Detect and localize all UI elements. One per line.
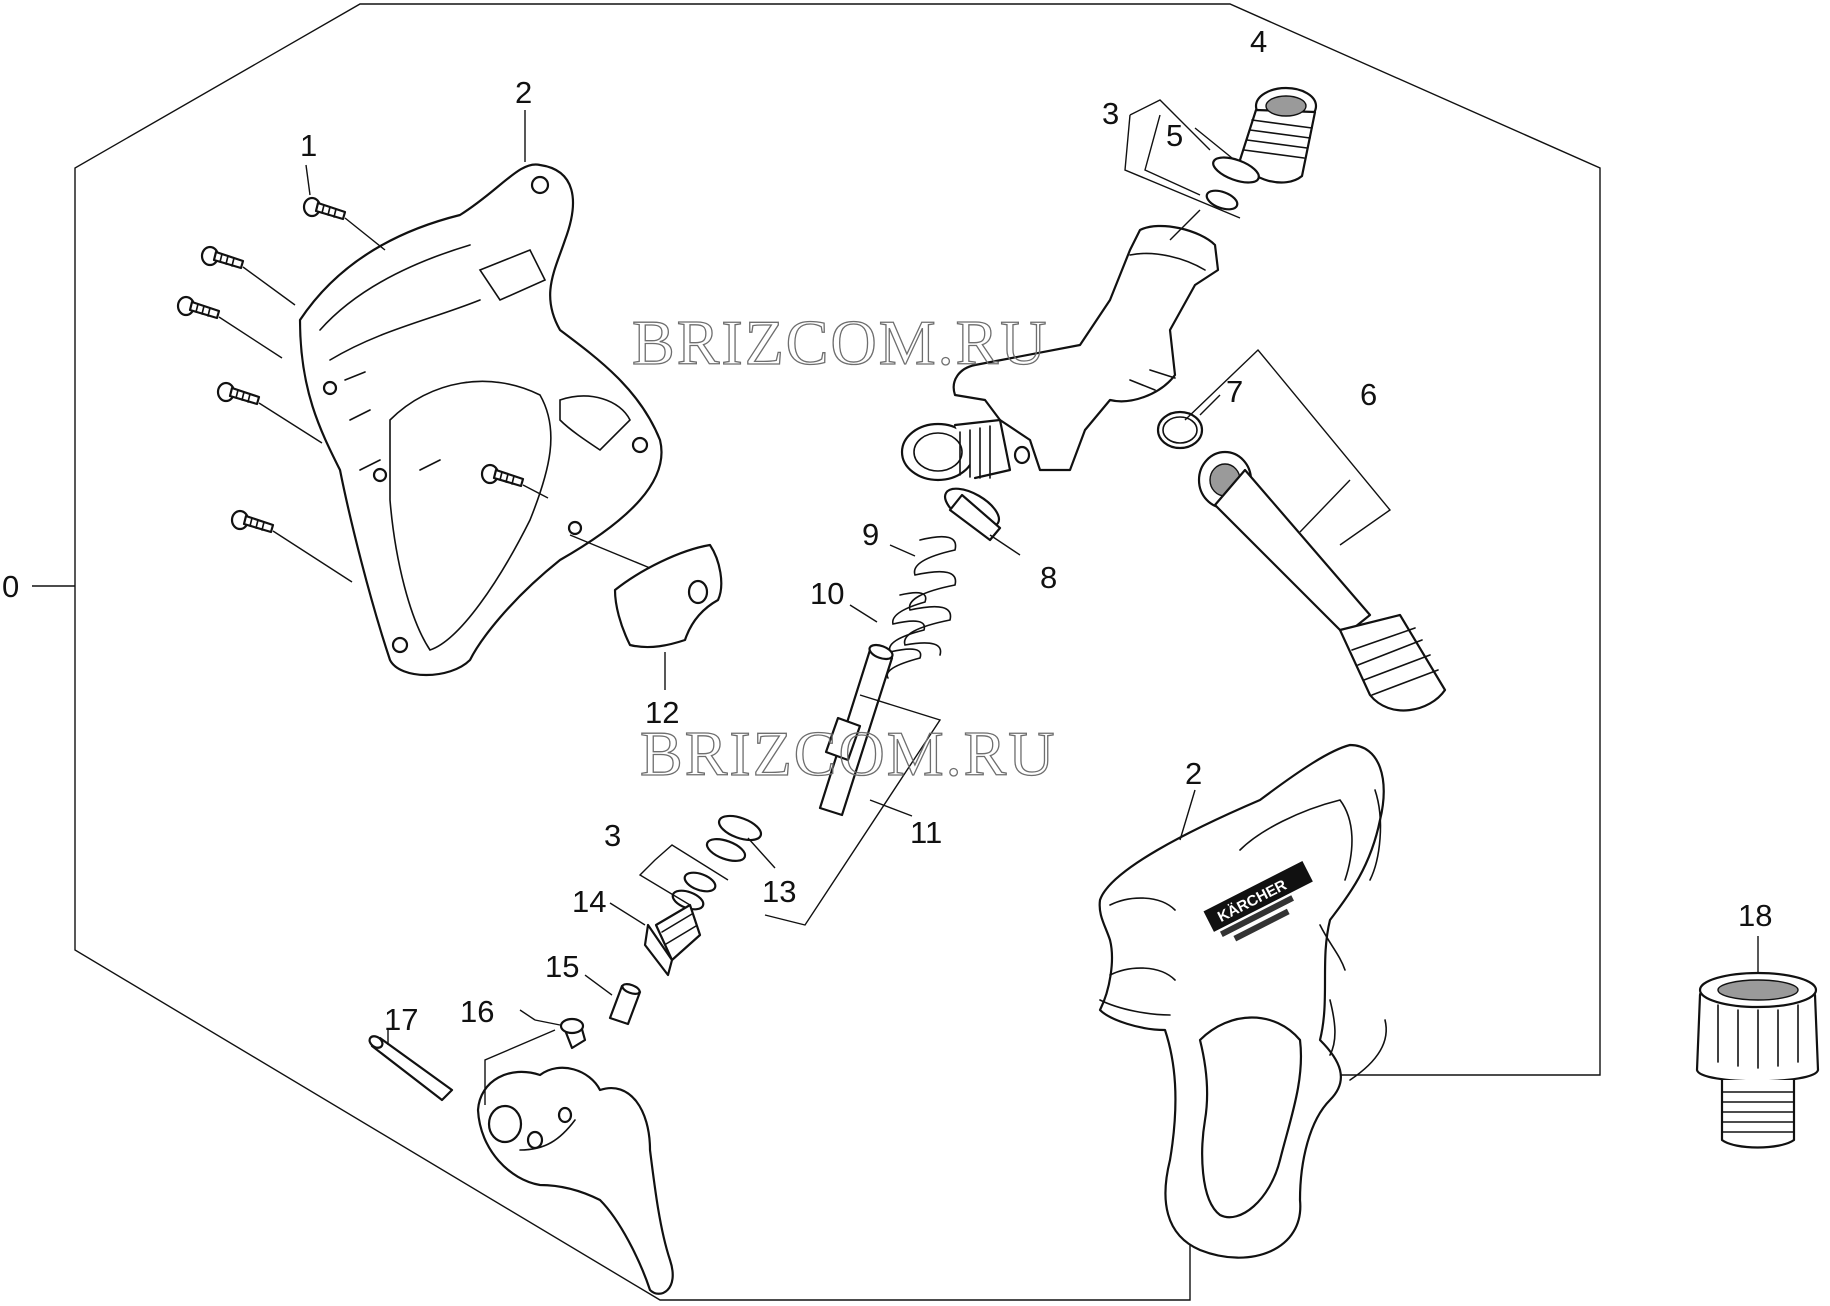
screw-3 bbox=[176, 295, 221, 320]
cap-8 bbox=[943, 487, 1021, 556]
callout-2-left: 2 bbox=[515, 75, 532, 110]
callout-3-top: 3 bbox=[1102, 96, 1119, 131]
o-rings-3-lower bbox=[671, 871, 717, 911]
leader-2-right bbox=[1179, 789, 1196, 841]
fitting-18 bbox=[1695, 936, 1820, 1149]
callout-leaders bbox=[305, 110, 1233, 196]
tube-6 bbox=[1197, 450, 1447, 712]
seals-13 bbox=[705, 814, 776, 869]
spring-10 bbox=[849, 591, 927, 679]
right-housing-half: KÄRCHER bbox=[1098, 743, 1387, 1259]
valve-body bbox=[900, 224, 1220, 482]
bracket-3-top-lines bbox=[1124, 99, 1241, 219]
o-ring-7 bbox=[1156, 394, 1221, 450]
callout-2-right: 2 bbox=[1185, 756, 1202, 791]
piston-11 bbox=[818, 643, 894, 817]
bracket-3-top bbox=[1144, 114, 1201, 196]
callout-16: 16 bbox=[460, 994, 494, 1029]
pin-15 bbox=[584, 974, 642, 1026]
callout-4: 4 bbox=[1250, 24, 1267, 59]
bracket-6 bbox=[1184, 348, 1392, 546]
callout-12: 12 bbox=[645, 695, 679, 730]
callout-8: 8 bbox=[1040, 560, 1057, 595]
left-housing-half bbox=[298, 163, 663, 676]
callout-11: 11 bbox=[910, 815, 942, 850]
callout-13: 13 bbox=[762, 874, 796, 909]
bracket-16-top bbox=[519, 1009, 561, 1026]
screw-1 bbox=[302, 196, 347, 221]
pin-17 bbox=[368, 1035, 454, 1102]
callout-10: 10 bbox=[810, 576, 844, 611]
callout-15: 15 bbox=[545, 949, 579, 984]
callout-1: 1 bbox=[300, 128, 317, 163]
callout-3-lower: 3 bbox=[604, 818, 621, 853]
callout-0: 0 bbox=[2, 569, 19, 604]
screw-6 bbox=[230, 509, 275, 534]
bracket-16 bbox=[484, 1029, 556, 1105]
trigger-16 bbox=[476, 1017, 674, 1295]
watermark-middle: BRIZCOM.RU bbox=[640, 718, 1057, 789]
callout-9: 9 bbox=[862, 517, 879, 552]
screws bbox=[176, 196, 525, 534]
o-rings-3-5 bbox=[1169, 156, 1260, 241]
fitting-14 bbox=[609, 902, 702, 977]
bracket-11 bbox=[764, 694, 942, 926]
watermark-top: BRIZCOM.RU bbox=[632, 307, 1049, 378]
callout-14: 14 bbox=[572, 884, 606, 919]
callout-7: 7 bbox=[1226, 374, 1243, 409]
screw-4 bbox=[216, 381, 261, 406]
callout-17: 17 bbox=[384, 1002, 418, 1037]
callout-5: 5 bbox=[1166, 118, 1183, 153]
trigger-cap-12 bbox=[569, 534, 723, 690]
screw-2 bbox=[200, 245, 245, 270]
callout-18: 18 bbox=[1738, 898, 1772, 933]
callout-6: 6 bbox=[1360, 377, 1377, 412]
screw-leaders bbox=[218, 217, 549, 583]
bracket-3-lower bbox=[638, 844, 729, 906]
screw-5 bbox=[480, 463, 525, 488]
spring-9 bbox=[889, 535, 957, 656]
